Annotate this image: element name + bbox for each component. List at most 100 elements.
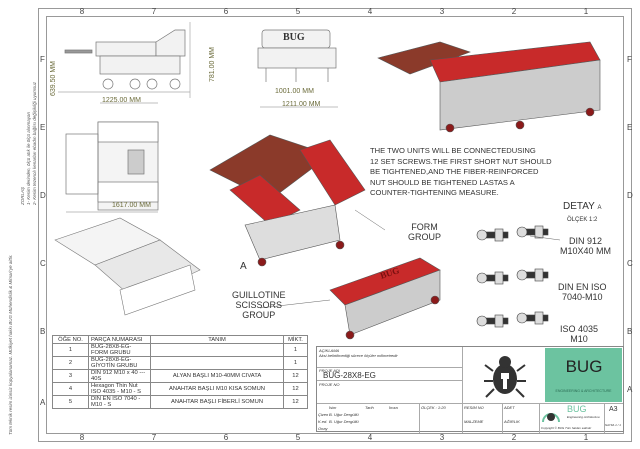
zone-row: E [40,123,46,132]
label-line: M10 [570,334,588,344]
zone-col: 3 [439,433,445,442]
small-logo-icon [541,405,561,423]
guillotine-group-3d [329,257,441,340]
bom-qty: 1 [283,356,308,370]
zone-col: 7 [151,433,157,442]
detail-marker: A [240,261,247,272]
tb-project-name: BUG-28X8-EG [323,371,376,380]
dim-front-inner-width: 1001.00 MM [275,88,314,95]
bom-header-cell: MİKT. [283,335,308,344]
tb-label: MALZEME [464,419,484,424]
tb-brand: BUG [565,357,603,376]
assembly-note: THE TWO UNITS WILL BE CONNECTEDUSING 12 … [370,146,552,199]
tb-label: Onay [318,426,328,431]
detail-title-text: DETAY [563,201,595,212]
bom-desc [150,356,284,370]
zone-row: B [40,327,46,336]
fasteners-detail [476,225,549,328]
zone-col: 1 [583,7,589,16]
zone-row: D [40,191,46,200]
bom-part: DIN EN ISO 7040 - M10 - S [88,395,151,409]
tb-label: K.ed. [318,419,328,424]
bom-no: 4 [52,382,89,396]
tb-small-brand-sub: Engineering Architecture [567,415,600,419]
zone-col: 3 [439,7,445,16]
tb-label: AÇIKLAMA [319,348,340,353]
zone-col: 5 [295,433,301,442]
zone-col: 8 [79,7,85,16]
zone-col: 5 [295,7,301,16]
tb-sheet-size: A3 [609,406,618,413]
brand-panel [545,348,622,402]
zone-col: 1 [583,433,589,442]
tb-copyright: Copyright © BUG Tüm hakları saklıdır [541,426,592,430]
tb-description: Aksi belirtilmediği sürece ölçüler milim… [319,353,398,358]
dim-top-width: 1225.00 MM [102,97,141,104]
tb-label: Tarih [365,405,374,410]
zone-row: D [627,191,633,200]
label-line: 7040-M10 [561,292,603,302]
zone-col: 4 [367,433,373,442]
dim-front-total-width: 1211.00 MM [282,101,321,108]
tb-label: ADET [504,405,515,410]
note-line: THE TWO UNITS WILL BE CONNECTEDUSING [370,146,536,155]
detail-letter: A [597,205,602,211]
note-line: BE TIGHTENED,AND THE FIBER-REINFORCED [370,167,539,177]
tb-brand-sub: ENGINEERING & ARCHITECTURE [555,389,612,393]
top-view [65,102,159,213]
tb-label: AĞIRLIK [504,419,520,424]
front-logo: BUG [283,32,305,43]
tb-label: PROJE NO [319,382,340,387]
tb-drawn-by: B. Uğur Dergüllü [329,412,359,417]
bom-desc [150,343,284,357]
bom-no: 2 [52,356,89,370]
bom-header-cell: PARÇA NUMARASI [88,335,151,344]
form-group-label: FORM GROUP [408,222,442,242]
label-line: M10X40 MM [560,246,612,256]
iso-view-assembly [377,41,601,133]
zone-col: 4 [367,7,373,16]
tb-label: PROJE ADI [319,368,340,373]
bom-qty: 1 [283,343,308,357]
label-line: DIN 912 [569,236,603,246]
zone-col: 2 [511,433,517,442]
label-line: ISO 4035 [560,324,599,334]
bom-qty: 12 [283,395,308,409]
zone-row: C [40,259,46,268]
note-line: COUNTER-TIGHTENING MEASURE. [370,188,499,198]
bom-qty: 12 [283,369,308,383]
zone-row: C [627,259,633,268]
zone-col: 2 [511,7,517,16]
bom-header-cell: TANIM [150,335,284,344]
detail-scale: ÖLÇEK 1:2 [567,217,598,223]
zone-col: 7 [151,7,157,16]
tb-sheet-no: SAYFA 1 / 1 [605,423,621,427]
zone-row: A [40,398,46,407]
side-view [58,22,191,98]
dim-side-height: 639.50 MM [50,60,57,96]
bom-qty: 12 [283,382,308,396]
zone-row: A [627,385,633,394]
zone-col: 6 [223,433,229,442]
dim-top-length: 1617.00 MM [112,202,151,209]
bom-desc: ANAHTAR BAŞLI FİBERLİ SOMUN [150,395,284,409]
tb-checked-by: B. Uğur Dergüllü [329,419,359,424]
bom-part: BUG-28X8-EG-FORM GRUBU [88,343,151,357]
tb-label: İmza [389,405,398,410]
leader-lines [259,209,561,309]
dim-total-height: 781.00 MM [209,46,216,82]
tb-label: RESİM NO [464,405,484,410]
zone-row: F [627,55,632,64]
drawing-frame [38,8,632,442]
zone-row: B [627,327,633,336]
detail-title: DETAY A [563,201,601,212]
label-line: DIN EN ISO [558,282,607,292]
